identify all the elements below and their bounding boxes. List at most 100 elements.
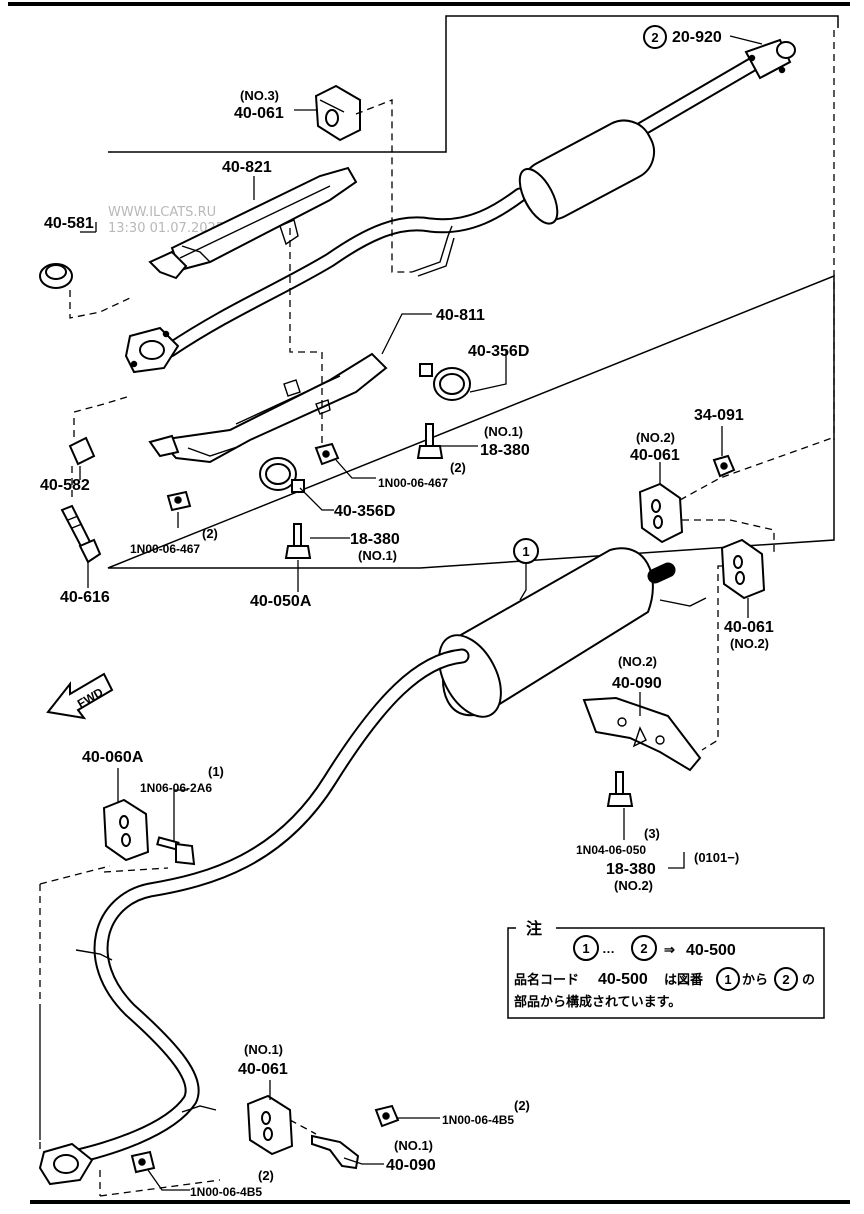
- center-muffler: [518, 119, 656, 225]
- label-40061-no2b: 40-061: [724, 619, 774, 636]
- assembly-outline-frame: [107, 15, 839, 569]
- label-40356d-b: 40-356D: [334, 503, 395, 520]
- nut-1n00-4b5-a: [374, 1104, 400, 1128]
- center-pipe-assembly: [124, 38, 796, 374]
- label-1n06: 1N06-06-2A6: [140, 781, 212, 795]
- label-18380-a: 18-380: [480, 442, 530, 459]
- heat-insulator-40811: [148, 352, 388, 464]
- label-qty2-a: (2): [450, 460, 466, 475]
- hanger-rubber-no3: [314, 84, 361, 142]
- svg-text:2: 2: [651, 30, 658, 45]
- label-no2-a: (NO.2): [636, 430, 675, 445]
- label-no2-d: (NO.2): [614, 878, 653, 893]
- note-line2-code: 40-500: [598, 971, 648, 988]
- callout-2: 2: [643, 25, 667, 49]
- label-40061-top: 40-061: [234, 105, 284, 122]
- clamp-40356d-a: [419, 363, 471, 401]
- note-result: 40-500: [686, 942, 736, 959]
- label-40811: 40-811: [436, 307, 485, 324]
- heat-insulator-40821: [148, 166, 358, 280]
- label-no1-b: (NO.1): [358, 548, 397, 563]
- label-no3: (NO.3): [240, 88, 279, 103]
- callout-1: 1: [513, 538, 539, 564]
- watermark-line-2: 13:30 01.07.2025: [108, 221, 224, 236]
- note-line2-c1: 1: [724, 972, 731, 987]
- label-34091: 34-091: [694, 407, 744, 424]
- label-40356d-a: 40-356D: [468, 343, 529, 360]
- label-date-range: (0101−): [694, 850, 739, 865]
- label-no1-d: (NO.1): [394, 1138, 433, 1153]
- label-18380-b: 18-380: [350, 531, 400, 548]
- label-1n00-4b5-a: 1N00-06-4B5: [442, 1113, 514, 1127]
- label-qty2-c: (2): [514, 1098, 530, 1113]
- label-no1-c: (NO.1): [244, 1042, 283, 1057]
- bolt-18380-a: [416, 423, 444, 459]
- label-1n00-467-a: 1N00-06-467: [378, 476, 448, 490]
- note-arrow: ⇒: [664, 942, 675, 957]
- bracket-40090-no1: [311, 1134, 360, 1170]
- label-qty1-a: (1): [208, 764, 224, 779]
- note-line2-b: は図番: [664, 972, 704, 988]
- label-40581: 40-581: [44, 215, 94, 232]
- bolt-1n04: [606, 771, 634, 807]
- front-flange-top: [124, 326, 180, 374]
- forward-arrow: FWD: [46, 672, 114, 720]
- label-40616: 40-616: [60, 589, 110, 606]
- label-40061-no2a: 40-061: [630, 447, 680, 464]
- label-40050a: 40-050A: [250, 593, 312, 610]
- hanger-rod-lower-left: [75, 949, 113, 961]
- bolt-1n06: [156, 836, 196, 866]
- gasket-40581: [39, 263, 73, 289]
- gasket-40582: [68, 436, 96, 466]
- label-1n04: 1N04-06-050: [576, 843, 646, 857]
- label-40061-no1: 40-061: [238, 1061, 288, 1078]
- label-no1-a: (NO.1): [484, 424, 523, 439]
- note-line2-a: 品名コード: [514, 972, 579, 988]
- label-40821: 40-821: [222, 159, 272, 176]
- note-title: 注: [526, 919, 542, 938]
- hanger-rubber-no2-b: [720, 538, 766, 600]
- note-box: 注 1 … 2 ⇒ 40-500 品名コード 40-500 は図番 1 から 2…: [507, 918, 825, 1019]
- note-line2-c2: 2: [782, 972, 789, 987]
- note-range-to: 2: [640, 941, 647, 956]
- hanger-rubber-no1: [246, 1094, 294, 1156]
- nut-1n00-4b5-b: [130, 1150, 156, 1174]
- svg-text:1: 1: [522, 544, 529, 559]
- label-1n00-467-b: 1N00-06-467: [130, 542, 200, 556]
- rear-flange-20920: [744, 38, 796, 80]
- label-1n00-4b5-b: 1N00-06-4B5: [190, 1185, 262, 1199]
- clamp-40356d-b: [259, 457, 305, 493]
- note-range-sep: …: [602, 941, 615, 956]
- front-flange-lower: [38, 1142, 94, 1186]
- hanger-rubber-40060a: [102, 798, 150, 862]
- label-no2-c: (NO.2): [618, 654, 657, 669]
- note-line2-no: の: [802, 973, 815, 988]
- label-40090-no1: 40-090: [386, 1157, 436, 1174]
- label-qty2-b: (2): [202, 526, 218, 541]
- hanger-rubber-no2-a: [638, 482, 684, 544]
- watermark-line-1: WWW.ILCATS.RU: [108, 205, 216, 220]
- note-range-from: 1: [582, 941, 589, 956]
- note-line2-kara: から: [742, 973, 768, 988]
- label-20920: 20-920: [672, 29, 722, 46]
- nut-34091: [712, 454, 736, 478]
- label-40060a: 40-060A: [82, 749, 144, 766]
- label-18380-c: 18-380: [606, 861, 656, 878]
- label-no2-b: (NO.2): [730, 636, 769, 651]
- label-40582: 40-582: [40, 477, 90, 494]
- label-40090-no2: 40-090: [612, 675, 662, 692]
- nut-1n00-467-b: [166, 490, 192, 512]
- bolt-18380-b: [284, 523, 312, 559]
- main-muffler: [438, 547, 707, 718]
- label-qty2-d: (2): [258, 1168, 274, 1183]
- hanger-rod-top: [411, 225, 453, 273]
- bracket-40090-no2: [582, 696, 702, 772]
- note-line3: 部品から構成されています。: [514, 994, 681, 1010]
- oxygen-sensor-40616: [60, 504, 102, 564]
- leader-lines: [79, 35, 763, 1191]
- label-qty3: (3): [644, 826, 660, 841]
- hanger-rod-lower-right: [181, 1105, 217, 1113]
- dashed-guides: [39, 99, 833, 1197]
- nut-1n00-467-a: [314, 442, 340, 466]
